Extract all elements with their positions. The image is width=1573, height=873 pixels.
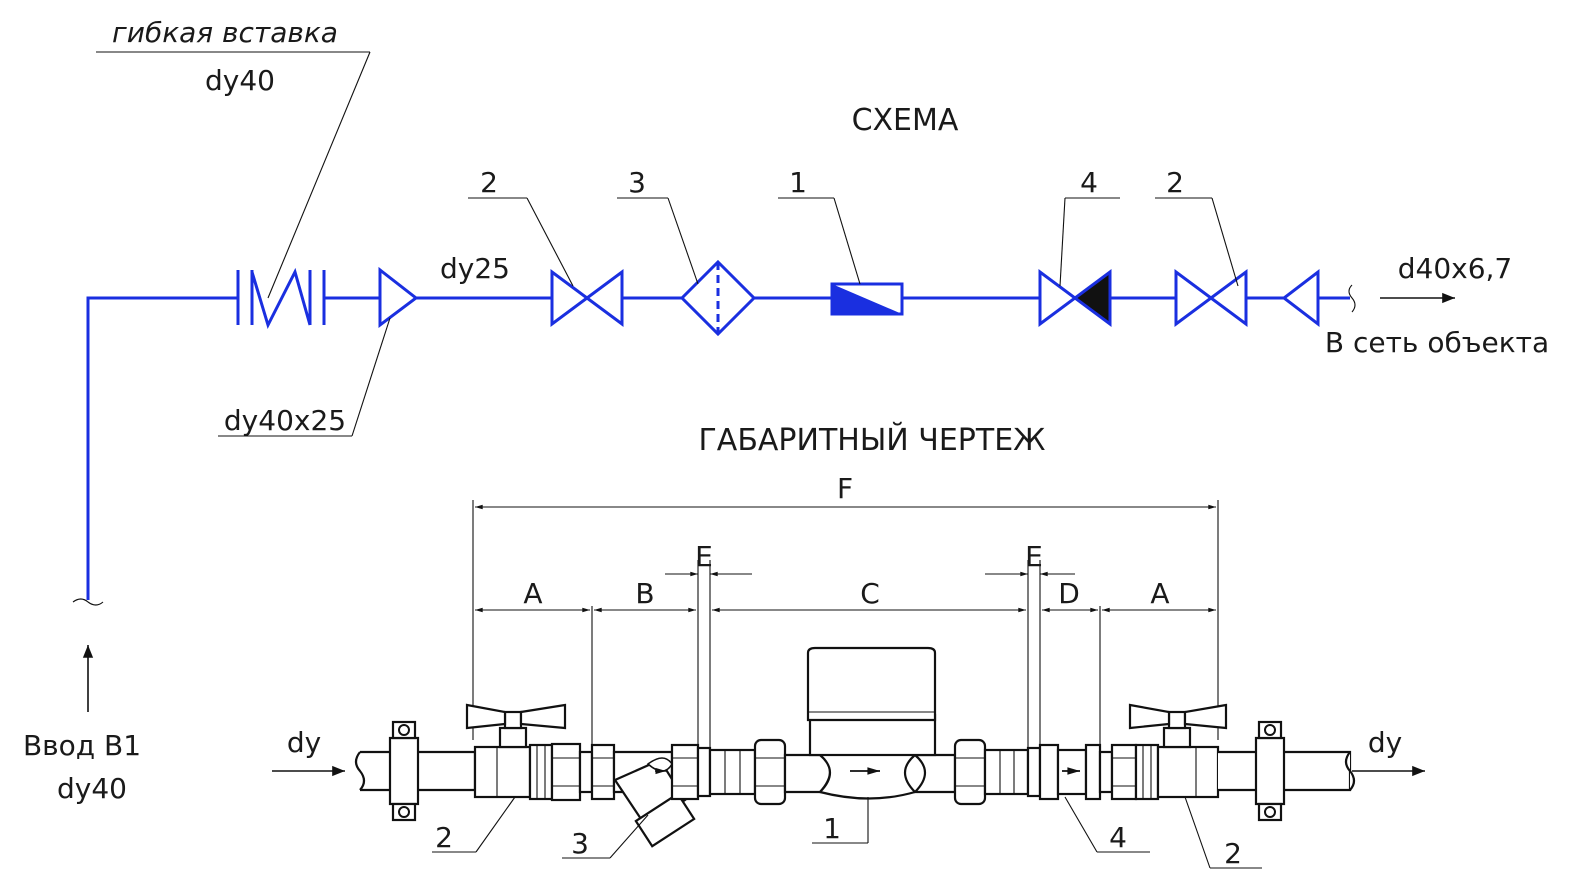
- flex-insert-size: dу40: [205, 64, 275, 97]
- pipe-clamp-right: [1254, 720, 1286, 822]
- pipe-size-label: dу25: [440, 252, 510, 285]
- dimension-D-label: D: [1058, 577, 1080, 610]
- drawing-callout-3: 3: [571, 827, 589, 860]
- dimension-A-left-label: A: [523, 577, 542, 610]
- reducer-symbol: [378, 266, 419, 328]
- ball-valve-left: [465, 703, 582, 802]
- water-meter: [783, 646, 957, 800]
- union-strainer: [670, 743, 700, 801]
- dimension-E-left-label: E: [695, 540, 713, 573]
- ball-valve-symbol-right: [1174, 269, 1248, 327]
- dimension-B-label: B: [635, 577, 654, 610]
- drawing-callout-1: 1: [823, 812, 841, 845]
- ball-valve-right: [1128, 703, 1228, 801]
- flex-insert-leader: [267, 51, 371, 299]
- drawing-callout-4: 4: [1109, 821, 1127, 854]
- drawing-title: ГАБАРИТНЫЙ ЧЕРТЕЖ: [699, 422, 1046, 458]
- outlet-destination: В сеть объекта: [1325, 326, 1549, 359]
- scheme-callout-4: 4: [1080, 166, 1098, 199]
- outlet-size-label: d40х6,7: [1398, 252, 1513, 285]
- flex-insert-label: гибкая вставка: [112, 16, 338, 49]
- dimension-F-label: F: [837, 472, 853, 505]
- flex-insert-symbol: [236, 267, 326, 330]
- drawing-callout-2-left: 2: [435, 821, 453, 854]
- strainer: [612, 750, 696, 848]
- scheme-callout-2-left: 2: [480, 166, 498, 199]
- scheme-callout-2-right: 2: [1166, 166, 1184, 199]
- dimension-A-right-label: A: [1150, 577, 1169, 610]
- meter-coupling-right: [983, 748, 1030, 796]
- dimensional-drawing: ГАБАРИТНЫЙ ЧЕРТЕЖ F A B E C E: [272, 422, 1425, 870]
- inlet-label-line2: dу40: [57, 772, 127, 805]
- meter-nut-left: [753, 738, 787, 806]
- outlet-pipe-break-mark: [1348, 284, 1356, 313]
- dimension-C-label: C: [860, 577, 880, 610]
- scheme-callout-3: 3: [628, 166, 646, 199]
- ball-valve-symbol-left: [550, 269, 624, 327]
- meter-nut-right: [953, 738, 987, 806]
- outlet-flow-label: dу: [1368, 726, 1402, 759]
- reducer-label: dу40х25: [224, 404, 346, 437]
- scheme: СХЕМА гибкая вставка dу40 Ввод В1 dу40 d…: [23, 16, 1549, 805]
- scheme-title: СХЕМА: [852, 103, 959, 138]
- drawing-callouts: 2 3 1 4 2: [432, 796, 1262, 870]
- assembly: [354, 646, 1356, 848]
- inlet-pipe: [86, 296, 238, 600]
- dimension-E-right-label: E: [1025, 540, 1043, 573]
- inlet-flow-label: dу: [287, 726, 321, 759]
- pipe-break-mark: [72, 598, 104, 606]
- reducer-leader: [351, 317, 391, 437]
- check-valve-symbol: [1038, 269, 1112, 327]
- check-valve: [1038, 743, 1102, 801]
- nipple-right: [1110, 743, 1138, 801]
- drawing-callout-2-right: 2: [1224, 837, 1242, 870]
- outlet-reducer-symbol: [1281, 268, 1320, 328]
- extension-lines: [472, 500, 1219, 750]
- scheme-callout-1: 1: [789, 166, 807, 199]
- nipple-left: [590, 743, 616, 801]
- pipe-clamp-left: [388, 720, 420, 822]
- water-meter-symbol: [830, 282, 904, 316]
- inlet-label-line1: Ввод В1: [23, 729, 141, 762]
- meter-coupling-left: [708, 748, 757, 796]
- strainer-symbol: [679, 259, 757, 337]
